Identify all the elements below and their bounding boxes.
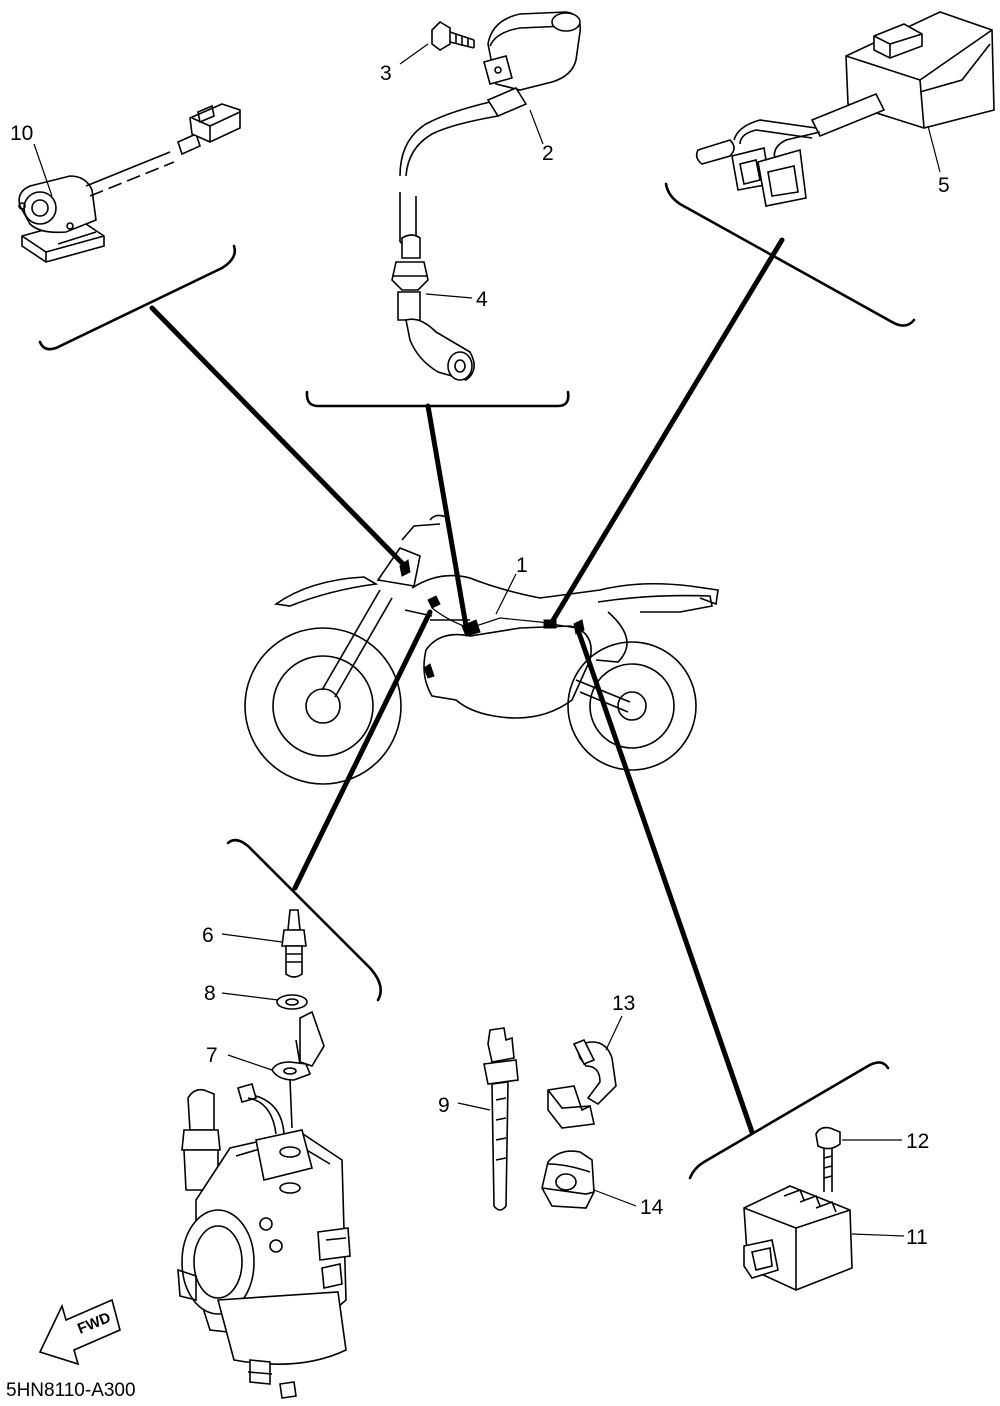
part-13-clamp (547, 1038, 617, 1129)
part-6-valve-fitting (281, 909, 307, 978)
part-10-sensor (18, 103, 241, 263)
part-11-rectifier (743, 1185, 853, 1291)
part-5-cdi-unit (695, 11, 995, 207)
part-12-bolt (815, 1126, 841, 1192)
callout-8: 8 (204, 982, 216, 1005)
part-2-ignition-coil (399, 11, 582, 246)
callout-2: 2 (542, 142, 554, 165)
callout-4: 4 (476, 288, 488, 311)
callout-14: 14 (640, 1196, 664, 1219)
part-14-holder (541, 1150, 595, 1209)
callout-6: 6 (202, 924, 214, 947)
callout-9: 9 (438, 1094, 450, 1117)
carburetor (177, 1079, 351, 1399)
part-7-bracket (271, 1010, 325, 1081)
part-8-washer (276, 994, 308, 1010)
callout-13: 13 (612, 992, 635, 1015)
fwd-arrow-icon: FWD (38, 1298, 121, 1366)
motorcycle-outline (244, 514, 719, 785)
callout-leaders (33, 43, 941, 1237)
part-3-bolt (431, 20, 475, 51)
callout-10: 10 (10, 122, 33, 145)
callout-11: 11 (906, 1226, 928, 1249)
callout-3: 3 (380, 62, 392, 85)
callout-12: 12 (906, 1130, 929, 1153)
part-9-cable-tie (483, 1027, 519, 1211)
leader-lines (38, 182, 916, 1180)
callout-5: 5 (938, 174, 950, 197)
diagram-code: 5HN8110-A300 (6, 1380, 136, 1401)
callout-7: 7 (206, 1044, 218, 1067)
callout-1: 1 (516, 554, 528, 577)
callout-numbers: 1 2 3 4 5 6 7 8 9 10 11 12 13 14 (10, 62, 950, 1249)
part-4-spark-plug-cap (391, 234, 475, 381)
